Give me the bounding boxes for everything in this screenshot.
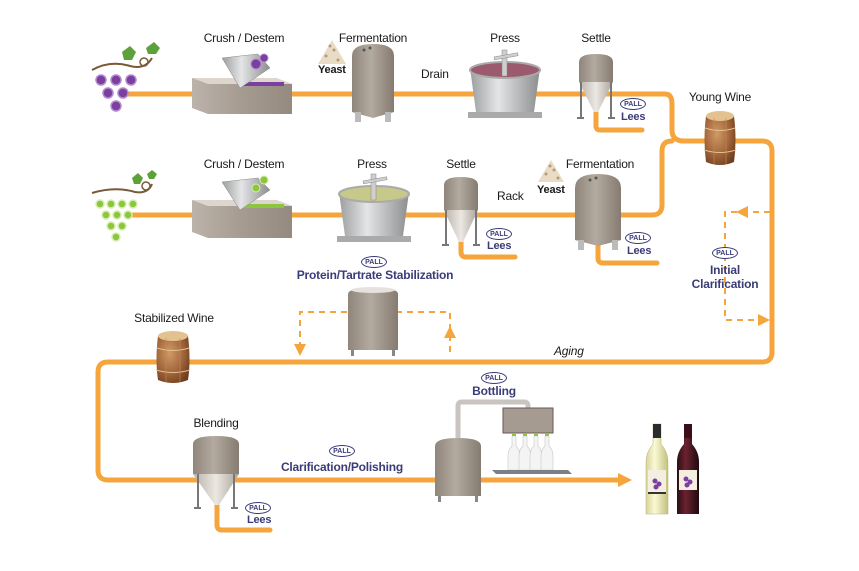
stabilization-tank-icon <box>348 287 398 356</box>
stabilization-arrow-up <box>444 326 456 338</box>
white-crush-destem-label: Crush / Destem <box>203 157 285 171</box>
white-crusher-destemmer-icon <box>192 175 292 238</box>
white-wine-press-icon <box>337 173 411 242</box>
red-yeast-icon <box>318 40 346 64</box>
red-fermentation-tank-icon <box>352 44 394 122</box>
red-line-pipe <box>95 91 775 483</box>
stabilization-arrow-down <box>294 344 306 356</box>
drain-label: Drain <box>421 67 449 81</box>
pall-badge-red-settle: PALL <box>620 98 646 110</box>
red-fermentation-label: Fermentation <box>338 31 408 45</box>
red-wine-bottle-icon <box>677 424 699 514</box>
white-wine-bottle-icon <box>645 423 669 515</box>
stabilized-wine-label: Stabilized Wine <box>134 311 214 325</box>
pall-badge-clarification-polishing: PALL <box>329 445 355 457</box>
initial-clarification-line2: Clarification <box>691 277 759 291</box>
white-yeast-label: Yeast <box>537 184 565 196</box>
pall-badge-blending: PALL <box>245 502 271 514</box>
red-crusher-destemmer-icon <box>192 53 292 114</box>
red-grapes-icon <box>91 42 160 112</box>
red-press-label: Press <box>490 31 520 45</box>
white-grapes-icon <box>91 170 157 242</box>
red-settle-label: Settle <box>581 31 611 45</box>
pall-badge-initial-clarification: PALL <box>712 247 738 259</box>
initial-clarification-arrow-out <box>758 314 770 326</box>
pipes <box>95 91 775 533</box>
white-yeast-icon <box>538 160 564 182</box>
pall-badge-white-ferm: PALL <box>625 232 651 244</box>
final-arrow-head <box>618 473 632 487</box>
aging-label: Aging <box>554 344 584 358</box>
white-settle-lees-pipe <box>458 237 518 260</box>
bottling-station-icon <box>435 399 572 502</box>
initial-clarification-arrow-in <box>736 206 748 218</box>
white-settle-label: Settle <box>446 157 476 171</box>
red-wine-press-icon <box>468 49 542 118</box>
pall-badge-bottling: PALL <box>481 372 507 384</box>
clarification-polishing-label: Clarification/Polishing <box>280 460 404 474</box>
blending-tank-icon <box>193 436 239 509</box>
pall-badge-white-settle: PALL <box>486 228 512 240</box>
red-yeast-label: Yeast <box>318 64 346 76</box>
white-settle-lees-label: Lees <box>487 240 512 252</box>
young-wine-barrel-icon <box>703 111 737 165</box>
white-press-label: Press <box>357 157 387 171</box>
white-fermentation-label: Fermentation <box>565 157 635 171</box>
red-settle-lees-pipe <box>593 109 645 133</box>
young-wine-label: Young Wine <box>688 90 752 104</box>
initial-clarification-line1: Initial <box>710 263 740 277</box>
red-crush-destem-label: Crush / Destem <box>203 31 285 45</box>
white-ferm-lees-label: Lees <box>627 245 652 257</box>
stabilized-wine-barrel-icon <box>155 331 191 383</box>
blending-label: Blending <box>193 416 239 430</box>
blending-lees-label: Lees <box>247 514 272 526</box>
pall-badge-stabilization: PALL <box>361 256 387 268</box>
white-fermentation-tank-icon <box>575 174 621 250</box>
white-settling-tank-icon <box>442 177 480 246</box>
bottling-label: Bottling <box>472 384 516 398</box>
blending-lees-pipe <box>214 497 273 533</box>
stabilization-label: Protein/Tartrate Stabilization <box>296 268 454 282</box>
red-settle-lees-label: Lees <box>621 111 646 123</box>
white-ferm-lees-pipe <box>595 242 660 266</box>
red-settling-tank-icon <box>577 54 615 119</box>
white-line-pipe <box>127 138 675 218</box>
rack-label: Rack <box>497 189 524 203</box>
